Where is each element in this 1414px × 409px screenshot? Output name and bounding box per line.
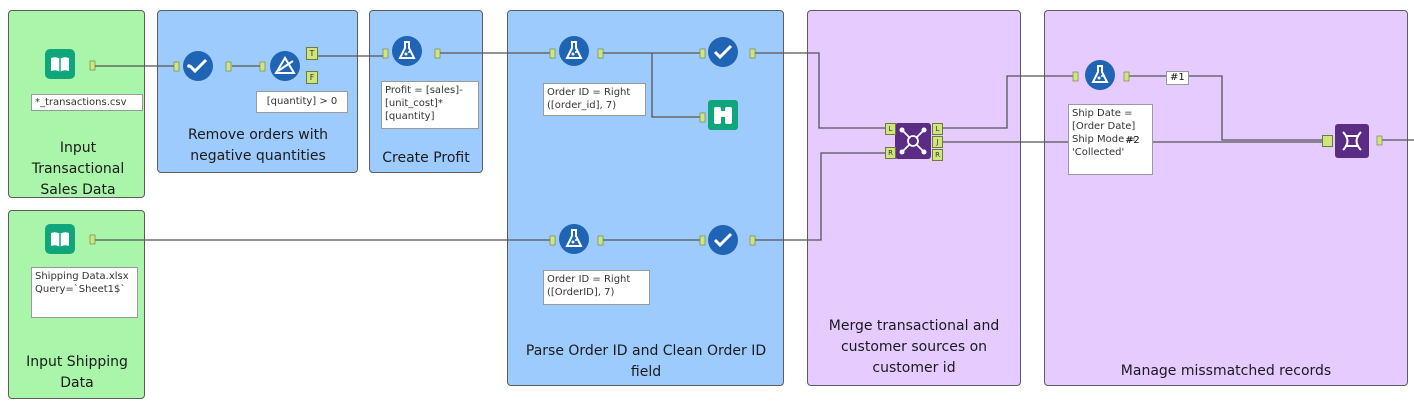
ship-formula-annotation: Ship Date = [Order Date] Ship Mode = 'Co… bbox=[1068, 104, 1153, 175]
container-title: Merge transactional and customer sources… bbox=[828, 318, 1000, 376]
container-title: Remove orders with negative quantities bbox=[187, 127, 329, 164]
browse-tool[interactable] bbox=[708, 100, 738, 130]
formula-tool[interactable] bbox=[392, 36, 422, 66]
formula-tool[interactable] bbox=[559, 224, 589, 254]
join-left-output-anchor[interactable]: L bbox=[932, 123, 943, 135]
order-id-formula-annotation: Order ID = Right ([OrderID], 7) bbox=[543, 270, 650, 305]
wire-select-to-join-left bbox=[754, 52, 887, 129]
flask-icon bbox=[559, 36, 589, 66]
union-input-anchor[interactable] bbox=[1322, 135, 1333, 147]
join-right-input-anchor[interactable]: R bbox=[885, 147, 896, 159]
container-merge[interactable]: Merge transactional and customer sources… bbox=[807, 10, 1021, 386]
profit-formula-annotation: Profit = [sales]-[unit_cost]*[quantity] bbox=[381, 81, 479, 129]
join-join-output-anchor[interactable]: J bbox=[932, 136, 943, 148]
flask-icon bbox=[392, 36, 422, 66]
input-shipping-annotation: Shipping Data.xlsx Query=`Sheet1$` bbox=[31, 267, 138, 318]
filter-tool[interactable] bbox=[270, 51, 300, 81]
flask-icon bbox=[1085, 60, 1115, 90]
join-tool[interactable] bbox=[895, 123, 931, 159]
filter-annotation: [quantity] > 0 bbox=[256, 91, 348, 113]
join-right-output-anchor[interactable]: R bbox=[932, 149, 943, 161]
formula-tool[interactable] bbox=[559, 36, 589, 66]
container-parse-order[interactable]: Parse Order ID and Clean Order ID field bbox=[507, 10, 784, 386]
checkmark-circle-icon bbox=[708, 225, 738, 255]
filter-triangle-icon bbox=[270, 51, 300, 81]
input-data-tool[interactable] bbox=[45, 224, 75, 254]
filter-true-anchor[interactable]: T bbox=[306, 47, 318, 60]
checkmark-circle-icon bbox=[183, 51, 213, 81]
input-transactions-annotation: *_transactions.csv bbox=[31, 94, 143, 111]
container-title: Manage missmatched records bbox=[1120, 363, 1332, 379]
dna-helix-icon bbox=[1335, 124, 1369, 158]
select-tool[interactable] bbox=[708, 37, 738, 67]
checkmark-circle-icon bbox=[708, 37, 738, 67]
input-data-tool[interactable] bbox=[45, 49, 75, 79]
union-tool[interactable] bbox=[1335, 124, 1369, 158]
book-icon bbox=[45, 49, 75, 79]
book-icon bbox=[45, 224, 75, 254]
container-title: Input Transactional Sales Data bbox=[31, 140, 125, 198]
join-left-input-anchor[interactable]: L bbox=[885, 123, 896, 135]
select-tool[interactable] bbox=[183, 51, 213, 81]
filter-false-anchor[interactable]: F bbox=[306, 71, 318, 84]
connection-badge-2: #2 bbox=[1125, 135, 1140, 146]
wire-join-left-to-formula bbox=[937, 75, 1075, 129]
flask-icon bbox=[559, 224, 589, 254]
connection-badge-1: #1 bbox=[1166, 71, 1189, 85]
wire-formula-to-browse bbox=[651, 53, 702, 118]
binoculars-icon bbox=[708, 100, 738, 130]
container-title: Parse Order ID and Clean Order ID field bbox=[525, 343, 767, 380]
order-id-formula-annotation: Order ID = Right ([order_id], 7) bbox=[543, 83, 646, 116]
select-tool[interactable] bbox=[708, 225, 738, 255]
container-title: Input Shipping Data bbox=[26, 354, 128, 391]
wire-select2-to-join-right bbox=[754, 152, 887, 241]
formula-tool[interactable] bbox=[1085, 60, 1115, 90]
container-title: Create Profit bbox=[382, 150, 470, 166]
join-network-icon bbox=[895, 123, 931, 159]
